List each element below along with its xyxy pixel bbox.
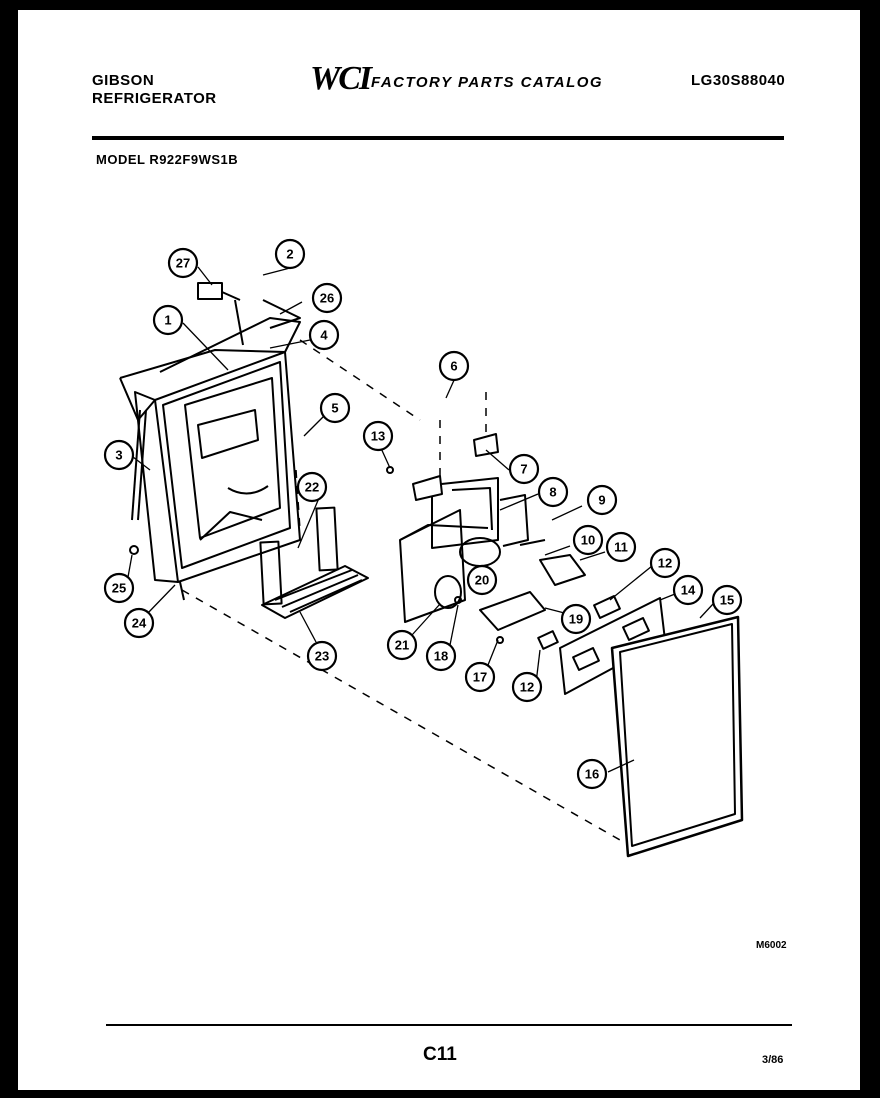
callout-5: 5: [319, 392, 351, 424]
callout-26: 26: [311, 282, 343, 314]
callout-27: 27: [167, 247, 199, 279]
svg-text:11: 11: [614, 540, 628, 555]
callout-19: 19: [560, 603, 592, 635]
svg-text:13: 13: [371, 429, 385, 444]
trim-frame: [610, 615, 744, 858]
product-type: REFRIGERATOR: [92, 90, 217, 107]
callout-23: 23: [306, 640, 338, 672]
catalog-date: 3/86: [762, 1054, 784, 1066]
callout-24: 24: [123, 607, 155, 639]
callout-20: 20: [466, 564, 498, 596]
svg-text:21: 21: [395, 638, 409, 653]
callout-10: 10: [572, 524, 604, 556]
callout-7: 7: [508, 453, 540, 485]
callout-11: 11: [605, 531, 637, 563]
header-rule: [92, 136, 784, 140]
callout-12-lower: 12: [511, 671, 543, 703]
svg-text:2: 2: [286, 247, 293, 262]
svg-text:9: 9: [598, 493, 605, 508]
svg-text:27: 27: [176, 256, 190, 271]
svg-text:5: 5: [331, 401, 338, 416]
catalog-title: FACTORY PARTS CATALOG: [371, 74, 604, 91]
svg-text:20: 20: [475, 573, 489, 588]
wci-logo: WCI: [310, 60, 372, 97]
callout-9: 9: [586, 484, 618, 516]
callout-1: 1: [152, 304, 184, 336]
callout-2: 2: [274, 238, 306, 270]
model-label: MODEL R922F9WS1B: [96, 152, 239, 167]
callout-6: 6: [438, 350, 470, 382]
svg-text:25: 25: [112, 581, 126, 596]
svg-text:6: 6: [450, 359, 457, 374]
callout-4: 4: [308, 319, 340, 351]
svg-text:14: 14: [681, 583, 696, 598]
callout-18: 18: [425, 640, 457, 672]
svg-text:10: 10: [581, 533, 595, 548]
callout-25: 25: [103, 572, 135, 604]
svg-text:8: 8: [549, 485, 556, 500]
callout-14: 14: [672, 574, 704, 606]
figure-reference: M6002: [756, 940, 787, 951]
svg-text:7: 7: [520, 462, 527, 477]
callout-3: 3: [103, 439, 135, 471]
svg-text:23: 23: [315, 649, 329, 664]
side-gaskets: [259, 506, 339, 606]
callout-21: 21: [386, 629, 418, 661]
callout-15: 15: [711, 584, 743, 616]
svg-text:3: 3: [115, 448, 122, 463]
svg-text:18: 18: [434, 649, 448, 664]
dispenser-housing: [119, 349, 301, 601]
callout-16: 16: [576, 758, 608, 790]
svg-text:19: 19: [569, 612, 583, 627]
svg-text:16: 16: [585, 767, 599, 782]
callout-12-upper: 12: [649, 547, 681, 579]
svg-text:17: 17: [473, 670, 487, 685]
callout-17: 17: [464, 661, 496, 693]
svg-text:1: 1: [164, 313, 171, 328]
heater-rod: [131, 409, 147, 521]
svg-text:4: 4: [320, 328, 328, 343]
svg-text:15: 15: [720, 593, 734, 608]
top-bracket: [159, 282, 301, 373]
motor-housing: [399, 477, 501, 623]
svg-text:26: 26: [320, 291, 334, 306]
footer-rule: [106, 1024, 792, 1026]
callout-22: 22: [296, 471, 328, 503]
svg-text:12: 12: [658, 556, 672, 571]
brand-name: GIBSON: [92, 72, 155, 89]
drip-grille: [261, 565, 369, 619]
svg-text:24: 24: [132, 616, 147, 631]
callout-8: 8: [537, 476, 569, 508]
callout-13: 13: [362, 420, 394, 452]
solenoid-parts: [129, 433, 586, 644]
catalog-code: LG30S88040: [691, 72, 786, 89]
svg-text:22: 22: [305, 480, 319, 495]
svg-text:12: 12: [520, 680, 534, 695]
page-number: C11: [423, 1044, 457, 1065]
